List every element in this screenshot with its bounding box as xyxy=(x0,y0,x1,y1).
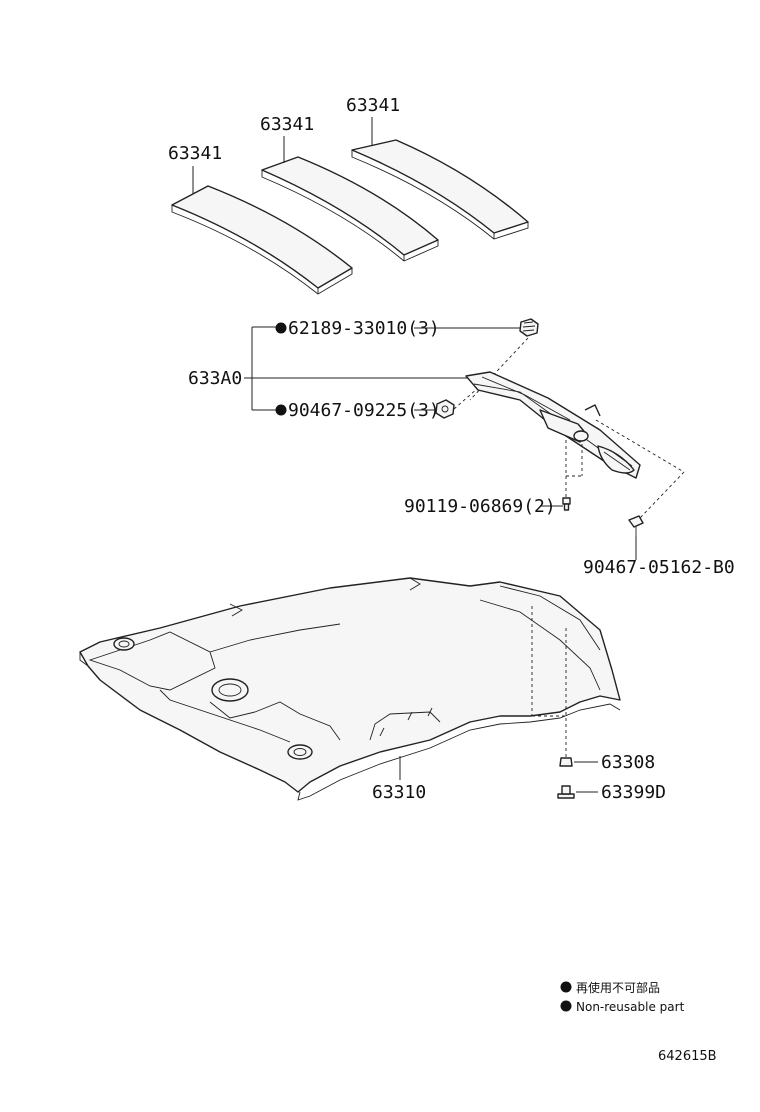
roof-pad-left xyxy=(171,185,353,295)
screw-label: 90119-06869(2) xyxy=(404,496,556,517)
roof-pad-right xyxy=(351,139,529,240)
assembly-label: 633A0 xyxy=(188,368,242,389)
legend-dot-en xyxy=(560,1000,572,1012)
part-63399d xyxy=(557,785,575,799)
part-63399d-label: 63399D xyxy=(601,782,666,803)
headliner-part xyxy=(79,577,621,801)
alignment-line xyxy=(595,419,685,473)
assembly-bracket xyxy=(244,326,470,411)
non-reusable-dot xyxy=(275,404,287,416)
pad-right-label: 63341 xyxy=(346,95,400,116)
legend-dot-jp xyxy=(560,981,572,993)
assist-grip-part xyxy=(465,371,641,479)
diagram-code: 642615B xyxy=(658,1049,717,1064)
headliner-label: 63310 xyxy=(372,782,426,803)
alignment-line xyxy=(453,387,479,410)
pad-middle-label: 63341 xyxy=(260,114,314,135)
roof-pad-middle xyxy=(261,156,439,262)
alignment-line xyxy=(639,471,685,519)
clip-b-label: 90467-09225(3) xyxy=(288,400,440,421)
pad-left-label: 63341 xyxy=(168,143,222,164)
clip-a-label: 62189-33010(3) xyxy=(288,318,440,339)
clip-b-part xyxy=(435,399,455,419)
part-63308-label: 63308 xyxy=(601,752,655,773)
legend-jp: 再使用不可部品 xyxy=(576,980,660,995)
legend-en: Non-reusable part xyxy=(576,1000,685,1014)
screw-part xyxy=(562,497,571,511)
alignment-line xyxy=(469,337,529,401)
clip-c-part xyxy=(628,515,644,536)
non-reusable-dot xyxy=(275,322,287,334)
clip-a-part xyxy=(519,318,539,337)
clip-c-label: 90467-05162-B0 xyxy=(583,557,735,578)
part-63308 xyxy=(559,757,573,767)
